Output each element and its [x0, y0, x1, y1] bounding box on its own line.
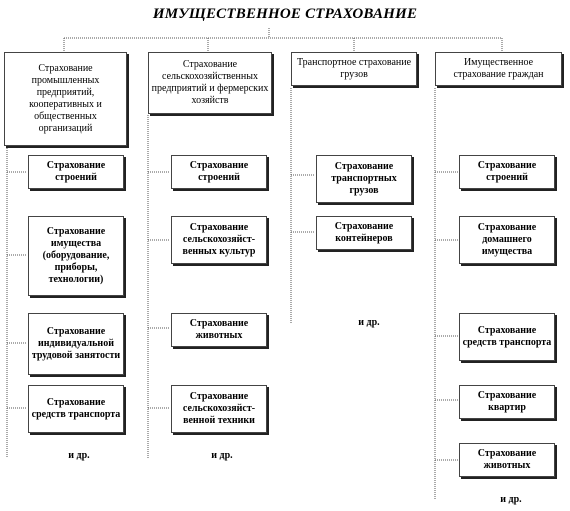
- category-label: Страхование промышленных предприятий, ко…: [29, 63, 102, 134]
- category-label: Страхование сельскохозяйственных предпри…: [151, 59, 269, 106]
- etc-label: и др.: [500, 494, 522, 505]
- item-box: Страхование домашнего имущества: [459, 216, 555, 264]
- category-box-agricultural: Страхование сельскохозяйственных предпри…: [148, 52, 272, 114]
- category-box-cargo: Транспортное страхование грузов: [291, 52, 417, 86]
- item-box: Страхование строений: [459, 155, 555, 189]
- item-box: Страхование индивидуальной трудовой заня…: [28, 313, 124, 375]
- category-box-citizens: Имущественное страхование граждан: [435, 52, 562, 86]
- item-box: Страхование строений: [28, 155, 124, 189]
- etc-label: и др.: [358, 317, 380, 328]
- item-box: Страхование имущества (оборудование, при…: [28, 216, 124, 296]
- item-box: Страхование строений: [171, 155, 267, 189]
- category-label: Имущественное страхование граждан: [453, 57, 544, 80]
- item-box: Страхование животных: [459, 443, 555, 477]
- item-box: Страхование квартир: [459, 385, 555, 419]
- item-box: Страхование транспортных грузов: [316, 155, 412, 203]
- category-label: Транспортное страхование грузов: [296, 57, 412, 80]
- diagram-title: ИМУЩЕСТВЕННОЕ СТРАХОВАНИЕ: [152, 6, 418, 22]
- category-box-industrial: Страхование промышленных предприятий, ко…: [4, 52, 127, 146]
- item-box: Страхование контейнеров: [316, 216, 412, 250]
- item-box: Страхование сельскохозяйст-венных культу…: [171, 216, 267, 264]
- etc-label: и др.: [68, 450, 90, 461]
- item-box: Страхование средств транспорта: [459, 313, 555, 361]
- item-box: Страхование сельскохозяйст-венной техник…: [171, 385, 267, 433]
- item-box: Страхование животных: [171, 313, 267, 347]
- item-box: Страхование средств транспорта: [28, 385, 124, 433]
- etc-label: и др.: [211, 450, 233, 461]
